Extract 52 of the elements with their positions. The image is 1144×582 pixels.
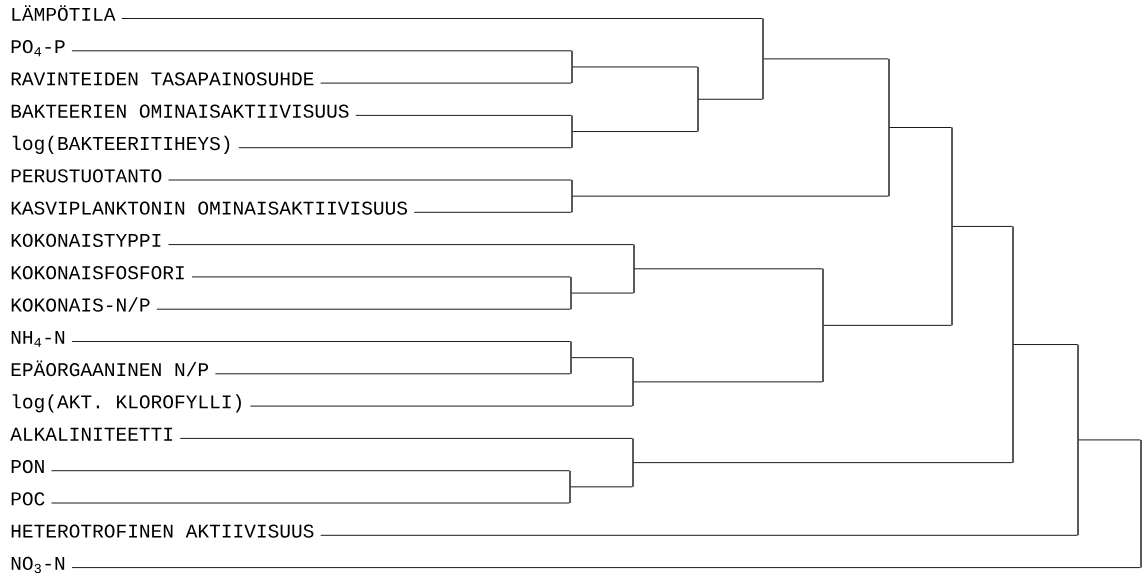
dendrogram-link	[571, 357, 633, 359]
dendrogram-link	[51, 502, 570, 504]
dendrogram-link	[71, 567, 1141, 569]
variable-label: KOKONAISTYPPI	[11, 233, 161, 248]
variable-label: PERUSTUOTANTO	[11, 169, 162, 183]
dendrogram-link	[698, 98, 763, 100]
variable-label: LÄMPÖTILA	[12, 5, 116, 21]
dendrogram-link	[51, 470, 570, 472]
dendrogram-link	[1013, 344, 1078, 345]
dendrogram-link	[413, 211, 572, 213]
variable-label: log(AKT. KLOROFYLLI)	[12, 394, 241, 413]
dendrogram-link	[572, 195, 889, 197]
dendrogram-link	[168, 244, 634, 246]
variable-label: POC	[11, 492, 45, 506]
variable-label: KOKONAISFOSFORI	[11, 266, 184, 280]
variable-label: BAKTEERIEN OMINAISAKTIIVISUUS	[11, 104, 349, 118]
dendrogram-link	[320, 534, 1078, 536]
dendrogram-link	[168, 179, 572, 181]
variable-label: KOKONAIS-N/P	[11, 297, 150, 312]
dendrogram-link	[952, 226, 1013, 227]
dendrogram-link	[633, 381, 823, 383]
variable-label: EPÄORGAANINEN N/P	[11, 360, 209, 377]
dendrogram-link	[572, 131, 698, 132]
variable-label: ALKALINITEETTI	[10, 427, 173, 441]
dendrogram-link	[121, 18, 763, 19]
dendrogram-link	[633, 462, 1013, 464]
dendrogram-link	[250, 405, 633, 407]
variable-label: log(BAKTEERITIHEYS)	[12, 135, 230, 154]
dendrogram-link	[71, 341, 571, 342]
dendrogram-link	[191, 276, 571, 278]
dendrogram-link	[214, 373, 571, 375]
dendrogram-link	[763, 58, 889, 60]
dendrogram-link	[570, 486, 633, 488]
dendrogram-link	[156, 308, 571, 310]
variable-label: PO$_{4}$-P	[11, 40, 65, 57]
dendrogram-link	[571, 292, 634, 294]
dendrogram-link	[1078, 439, 1141, 441]
dendrogram-link	[572, 66, 698, 68]
dendrogram-link	[889, 127, 952, 128]
variable-label: RAVINTEIDEN TASAPAINOSUHDE	[11, 72, 314, 86]
variable-label: KASVIPLANKTONIN OMINAISAKTIIVISUUS	[11, 201, 408, 215]
dendrogram-link	[71, 50, 572, 52]
variable-label: NH$_{4}$-N	[11, 330, 65, 347]
dendrogram-link	[355, 114, 572, 116]
dendrogram-link	[320, 82, 572, 84]
dendrogram-link	[238, 147, 572, 149]
dendrogram-link	[634, 268, 823, 270]
variable-label: NO$_{3}$-N	[11, 556, 65, 574]
variable-label: HETEROTROFINEN AKTIIVISUUS	[11, 524, 314, 538]
dendrogram-link	[823, 324, 952, 326]
variable-label: PON	[11, 459, 44, 474]
dendrogram-link	[179, 437, 633, 439]
